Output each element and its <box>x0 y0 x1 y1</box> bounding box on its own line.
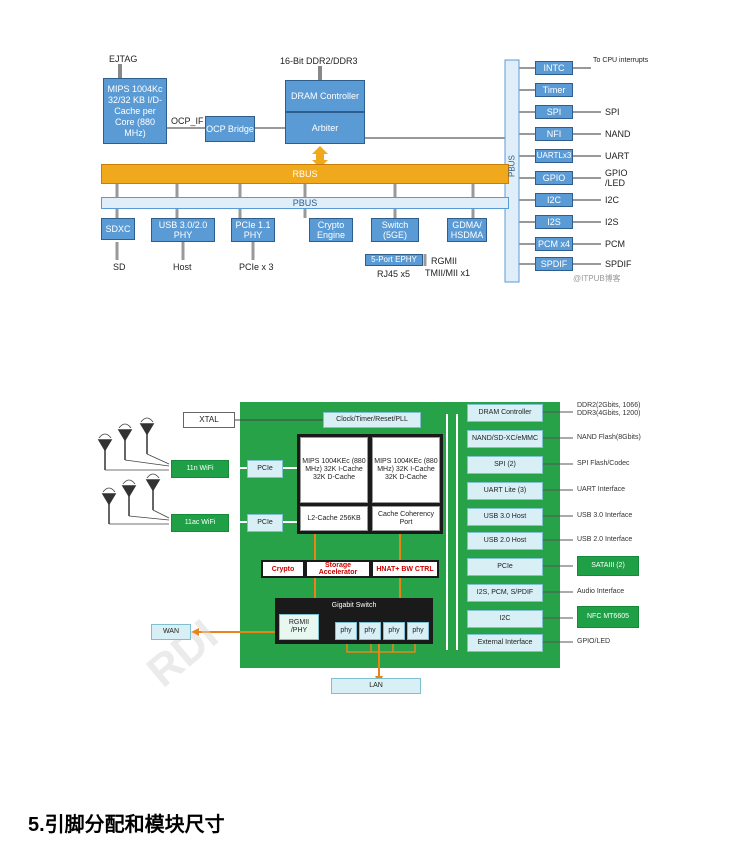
arbiter-block: Arbiter <box>285 112 365 144</box>
pcm-block: PCM x4 <box>535 237 573 251</box>
usb3-cell: USB 3.0 Host <box>467 508 543 526</box>
sdxc-block: SDXC <box>101 218 135 240</box>
ephy-block: 5-Port EPHY <box>365 254 423 266</box>
ocp-bridge-block: OCP Bridge <box>205 116 255 142</box>
ejtag-label: EJTAG <box>109 54 138 64</box>
cpu-core-left: MIPS 1004KEc (880 MHz) 32K I-Cache 32K D… <box>300 437 368 503</box>
gdma-block: GDMA/ HSDMA <box>447 218 487 242</box>
nand-cell: NAND/SD-XC/eMMC <box>467 430 543 448</box>
spi-cell: SPI (2) <box>467 456 543 474</box>
usb2-out-label: USB 2.0 Interface <box>577 536 633 543</box>
lan-block: LAN <box>331 678 421 694</box>
rgmii-phy-block: RGMII /PHY <box>279 614 319 640</box>
mips-core-block: MIPS 1004Kc 32/32 KB I/D-Cache per Core … <box>103 78 167 144</box>
crypto-block: Crypto <box>263 562 303 576</box>
cpu-core-right: MIPS 1004KEc (880 MHz) 32K I-Cache 32K D… <box>372 437 440 503</box>
nand-out-label: NAND <box>605 129 631 139</box>
spi-out-label: SPI <box>605 107 620 117</box>
diagram2-graphics: RDI <box>97 402 573 697</box>
section-heading: 5.引脚分配和模块尺寸 <box>28 814 225 836</box>
phy-block-2: phy <box>359 622 381 640</box>
gigabit-switch-label: Gigabit Switch <box>331 601 377 609</box>
usb3-out-label: USB 3.0 Interface <box>577 512 633 519</box>
phy-block-1: phy <box>335 622 357 640</box>
i2c-block: I2C <box>535 193 573 207</box>
watermark-label: @ITPUB博客 <box>573 274 621 283</box>
spdif-out-label: SPDIF <box>605 259 632 269</box>
ddr-label: 16-Bit DDR2/DDR3 <box>280 56 358 66</box>
uart-out-label: UART <box>605 151 630 161</box>
pcie-phy-block: PCIe 1.1 PHY <box>231 218 275 242</box>
external-interface-cell: External Interface <box>467 634 543 652</box>
pbus-vertical-label: PBUS <box>507 155 517 177</box>
nand-out-label2: NAND Flash(8Gbits) <box>577 434 641 441</box>
sata-block: SATAIII (2) <box>577 556 639 576</box>
pcie-x3-label: PCIe x 3 <box>239 262 274 272</box>
i2s-out-label: I2S <box>605 217 619 227</box>
storage-accelerator-block: Storage Accelerator <box>307 562 369 576</box>
hnat-block: HNAT+ BW CTRL <box>373 562 437 576</box>
timer-block: Timer <box>535 83 573 97</box>
pcie-block-b: PCIe <box>247 514 283 532</box>
host-label: Host <box>173 262 192 272</box>
clock-block: Clock/Timer/Reset/PLL <box>323 412 421 428</box>
dram-controller-block: DRAM Controller <box>285 80 365 112</box>
rj45-label: RJ45 x5 <box>377 269 411 279</box>
audio-cell: I2S, PCM, S/PDIF <box>467 584 543 602</box>
usb2-cell: USB 2.0 Host <box>467 532 543 550</box>
gpio-out-label: GPIO /LED <box>605 168 628 188</box>
pcm-out-label: PCM <box>605 239 625 249</box>
ocp-if-label: OCP_IF <box>171 116 204 126</box>
pbus-bar: PBUS <box>101 197 509 209</box>
usb-phy-block: USB 3.0/2.0 PHY <box>151 218 215 242</box>
wan-block: WAN <box>151 624 191 640</box>
wifi-11n-block: 11n WiFi <box>171 460 229 478</box>
tmii-label: TMII/MII x1 <box>425 268 470 278</box>
uart-cell: UART Lite (3) <box>467 482 543 500</box>
switch-block: Switch (5GE) <box>371 218 419 242</box>
ddr-out-label: DDR2(2Gbits, 1066) DDR3(4Gbits, 1200) <box>577 402 641 417</box>
phy-block-3: phy <box>383 622 405 640</box>
pcie-cell: PCIe <box>467 558 543 576</box>
gpio-led-out-label: GPIO/LED <box>577 638 611 645</box>
sd-label: SD <box>113 262 126 272</box>
spdif-block: SPDIF <box>535 257 573 271</box>
phy-block-4: phy <box>407 622 429 640</box>
spi-out-label2: SPI Flash/Codec <box>577 460 630 467</box>
wifi-11ac-block: 11ac WiFi <box>171 514 229 532</box>
nfc-block: NFC MT6605 <box>577 606 639 628</box>
uart-out-label2: UART Interface <box>577 486 625 493</box>
l2-cache-block: L2-Cache 256KB <box>300 506 368 531</box>
i2c-out-label: I2C <box>605 195 620 205</box>
rgmii-label: RGMII <box>431 256 457 266</box>
i2s-block: I2S <box>535 215 573 229</box>
uart-block: UARTLx3 <box>535 149 573 163</box>
rbus-bar: RBUS <box>101 164 509 184</box>
cpu-interrupts-label: To CPU interrupts <box>593 57 649 64</box>
intc-block: INTC <box>535 61 573 75</box>
crypto-engine-block: Crypto Engine <box>309 218 353 242</box>
dram-controller-cell: DRAM Controller <box>467 404 543 422</box>
xtal-block: XTAL <box>183 412 235 428</box>
cache-coherency-block: Cache Coherency Port <box>372 506 440 531</box>
gpio-block: GPIO <box>535 171 573 185</box>
nfi-block: NFI <box>535 127 573 141</box>
audio-out-label: Audio Interface <box>577 588 625 595</box>
pcie-block-a: PCIe <box>247 460 283 478</box>
i2c-cell: I2C <box>467 610 543 628</box>
soc-block-diagram-1: EJTAG 16-Bit DDR2/DDR3 MIPS 1004Kc 32/32… <box>95 52 650 292</box>
spi-block: SPI <box>535 105 573 119</box>
soc-block-diagram-2: RDI XTAL Clock/Timer/Reset/PLL 11n WiFi … <box>95 380 655 700</box>
